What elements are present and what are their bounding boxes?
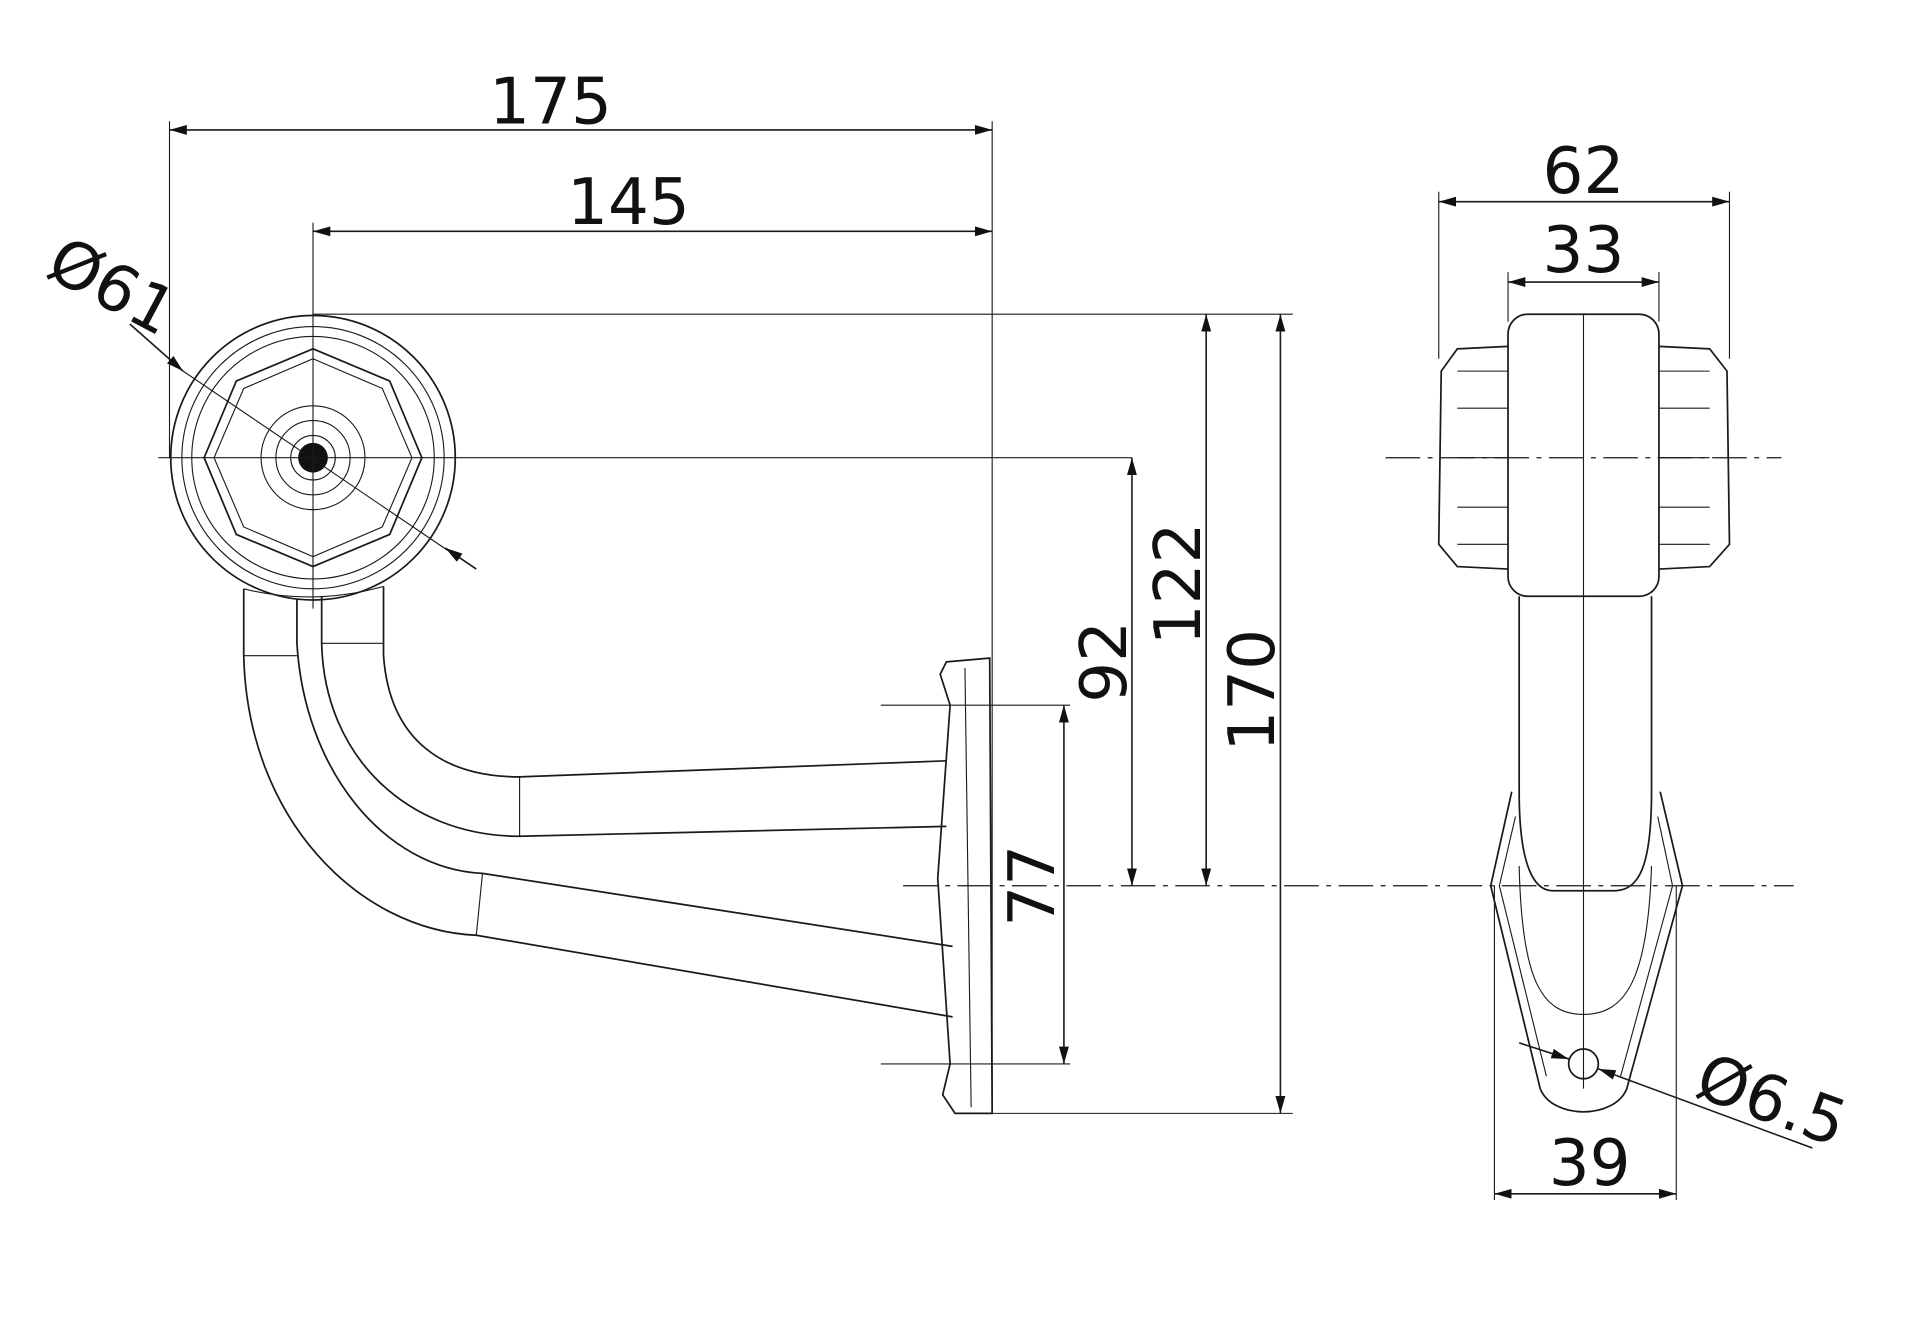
dim-145-label: 145 [567, 165, 690, 240]
bracket-arm [242, 585, 953, 1018]
dim-39-label: 39 [1549, 1126, 1631, 1201]
mount-plate [1489, 791, 1684, 1113]
dim-170-label: 170 [1215, 629, 1290, 752]
front-view: 175 145 Ø61 92 122 170 77 [36, 65, 1794, 1115]
dim-175-label: 175 [489, 65, 612, 140]
dim-33-label: 33 [1543, 213, 1625, 288]
dim-122-label: 122 [1141, 523, 1216, 646]
dim-77-label: 77 [995, 845, 1070, 927]
dim-62-label: 62 [1543, 134, 1625, 209]
dim-d61-label: Ø61 [36, 223, 188, 351]
dim-d6.5-label: Ø6.5 [1687, 1039, 1856, 1162]
side-view: 62 33 39 Ø6.5 [1385, 134, 1856, 1201]
dim-92-label: 92 [1067, 621, 1142, 703]
